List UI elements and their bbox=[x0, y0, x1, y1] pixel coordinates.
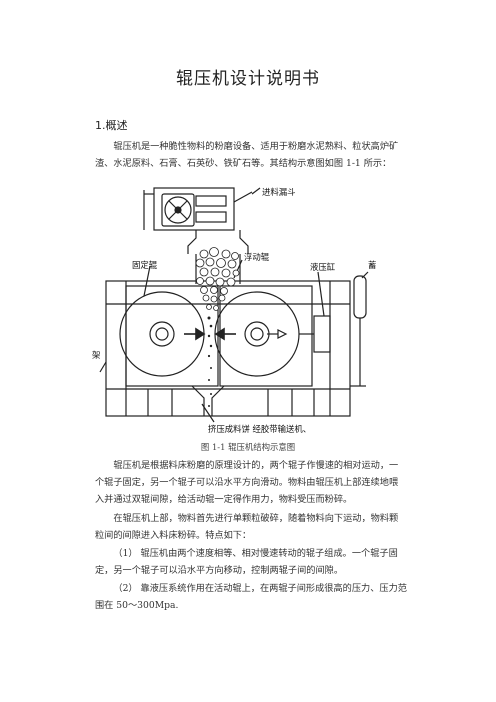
hydraulic-cylinder bbox=[313, 315, 331, 353]
figure-caption: 图 1-1 辊压机结构示意图 bbox=[200, 442, 296, 452]
paragraph-principle: 辊压机是根据料床粉磨的原理设计的，两个辊子作慢速的相对运动，一个辊子固定，另一个… bbox=[95, 460, 399, 506]
label-hydraulic-cylinder: 液压缸 bbox=[310, 262, 336, 272]
paragraph-intro: 辊压机是一种脆性物料的粉磨设备、适用于粉磨水泥熟料、粒状高炉矿渣、水泥原料、石膏… bbox=[95, 141, 399, 170]
arrow-right-icon bbox=[195, 327, 206, 341]
arrow-left-icon bbox=[214, 327, 225, 341]
gear-housing bbox=[153, 187, 235, 231]
valve-wheel-icon bbox=[164, 196, 192, 224]
accumulator bbox=[353, 275, 367, 319]
material-particles bbox=[195, 247, 240, 311]
arrow-outline-icon bbox=[277, 329, 288, 339]
label-feed-hopper: 进料漏斗 bbox=[262, 187, 296, 197]
label-fixed-roller: 固定辊 bbox=[132, 260, 158, 270]
section-heading: 1.概述 bbox=[95, 119, 128, 132]
document-title: 辊压机设计说明书 bbox=[176, 69, 320, 89]
label-accumulator: 蓄 bbox=[368, 260, 376, 270]
roller-press-diagram: 进料漏斗 固定辊 浮动辊 液压缸 蓄 架 挤压成料饼 经胶带输送机、 bbox=[92, 187, 376, 434]
label-floating-roller: 浮动辊 bbox=[244, 252, 270, 262]
paragraph-upper: 在辊压机上部，物料首先进行单颗粒破碎，随着物料向下运动，物料颗粒间的间隙进入料床… bbox=[95, 513, 399, 542]
list-item-1: （1） 辊压机由两个速度相等、相对慢速转动的辊子组成。一个辊子固定，另一个辊子可… bbox=[95, 548, 398, 577]
feed-hopper bbox=[187, 230, 197, 254]
label-bottom-note: 挤压成料饼 经胶带输送机、 bbox=[208, 424, 311, 434]
list-item-2: （2） 靠液压系统作用在活动辊上，在两辊子间形成很高的压力、压力范围在 50～3… bbox=[95, 583, 407, 612]
label-frame: 架 bbox=[92, 350, 101, 360]
